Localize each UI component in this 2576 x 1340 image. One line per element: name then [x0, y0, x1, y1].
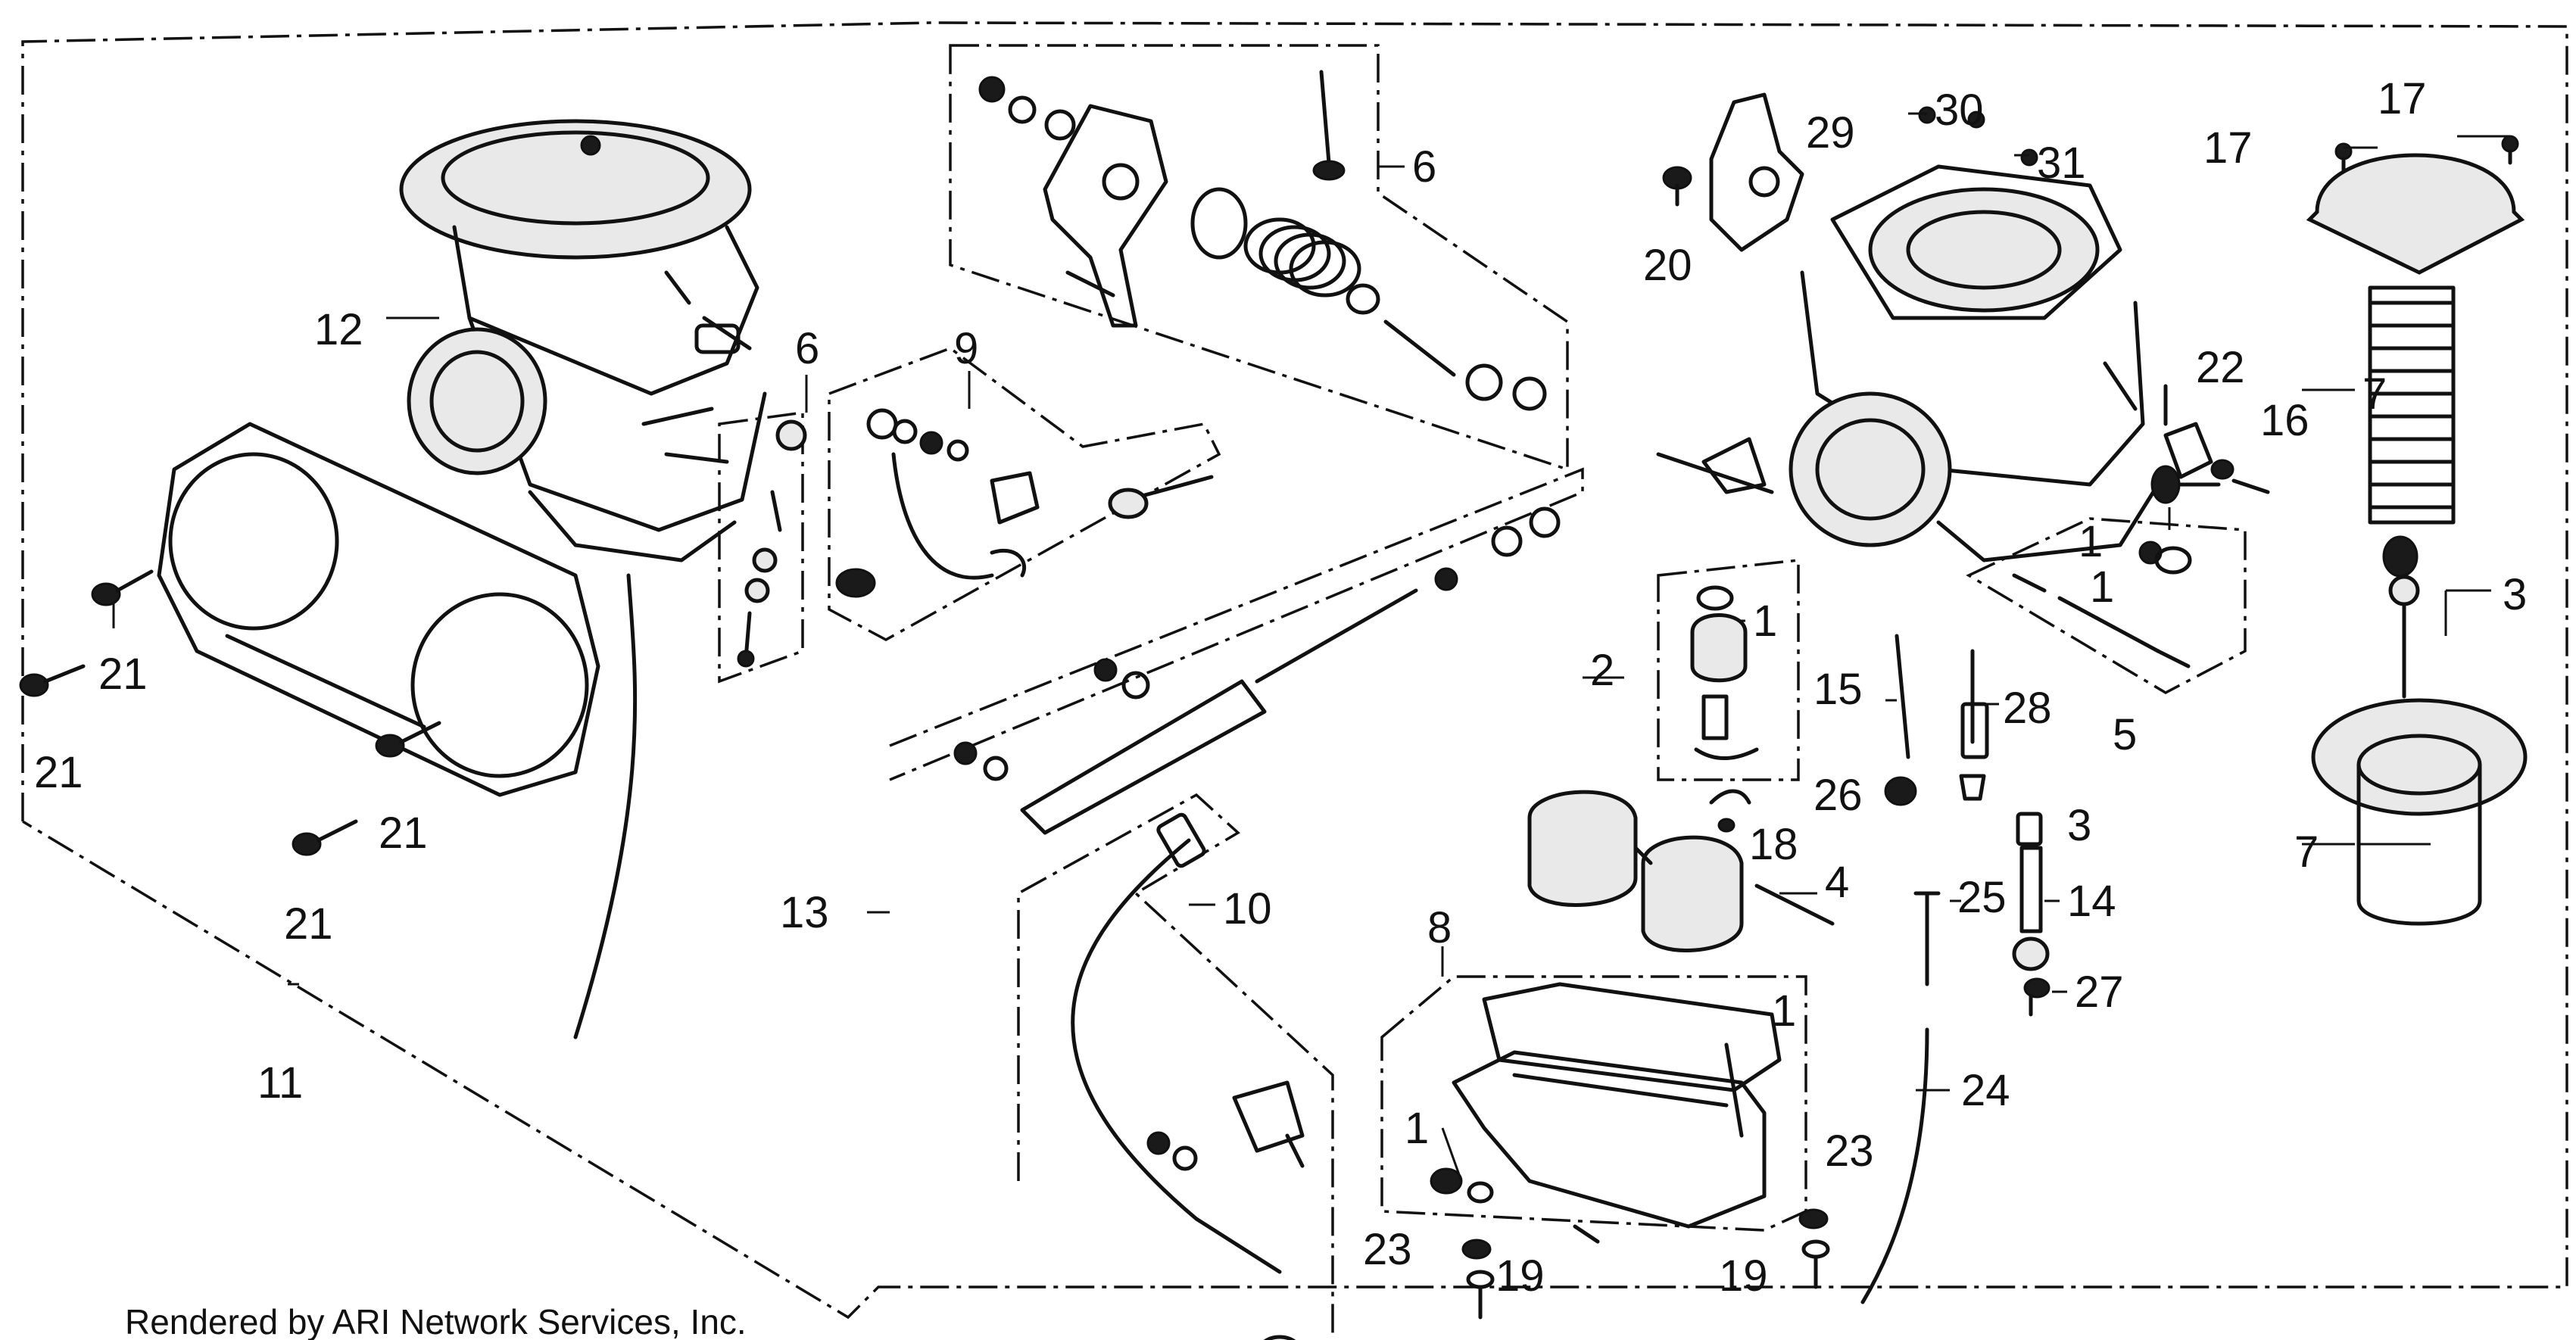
callout-30: 30 [1935, 86, 1984, 135]
callout-12: 12 [314, 305, 363, 354]
credit-text: Rendered by ARI Network Services, Inc. [125, 1302, 747, 1340]
right-carburetor [1656, 164, 2168, 562]
parts-22-16 [2163, 422, 2270, 494]
outline-group-5 [1966, 517, 2247, 695]
callout-9: 9 [954, 324, 978, 373]
jet-needle-3 [2382, 535, 2420, 699]
jet-holder-14 [2012, 812, 2051, 1017]
screw-stack-6-left [737, 419, 807, 668]
throttle-spring-assembly-6 [978, 70, 1547, 411]
throttle-shaft-13 [953, 506, 1561, 835]
callout-22: 22 [2196, 343, 2245, 392]
callout-23-a: 23 [1363, 1225, 1412, 1274]
callout-4: 4 [1825, 858, 1849, 907]
callout-31: 31 [2037, 139, 2086, 188]
pilot-screw-assembly-5 [2012, 465, 2221, 668]
outline-group-10 [1017, 793, 1334, 1340]
callout-19-a: 19 [1495, 1251, 1545, 1301]
callout-labels: 12 6 9 6 13 10 11 21 21 21 21 20 29 30 3… [34, 74, 2527, 1301]
leader-lines [112, 112, 2510, 1182]
float-bowl-8 [1430, 982, 1782, 1244]
callout-21-c: 21 [379, 809, 428, 858]
float-4 [1527, 789, 1835, 952]
spring-7 [2368, 285, 2456, 525]
needle-jet-15-28 [1884, 634, 1989, 806]
callout-5: 5 [2113, 710, 2137, 759]
callout-19-b: 19 [1719, 1251, 1768, 1301]
callout-3-mid: 3 [2067, 801, 2091, 850]
callout-1-e: 1 [1405, 1104, 1429, 1153]
callout-24: 24 [1961, 1066, 2010, 1115]
callout-7-top: 7 [2362, 369, 2387, 419]
choke-cable-10 [1071, 812, 1305, 1340]
callout-2: 2 [1590, 646, 1614, 695]
callout-1-d: 1 [1772, 986, 1796, 1036]
callout-1-a: 1 [2079, 517, 2103, 566]
float-valve-group-2 [1690, 585, 1759, 761]
top-cover-17 [2306, 135, 2525, 275]
outline-main-frame [21, 21, 2568, 1320]
callout-28: 28 [2003, 684, 2052, 733]
outline-group-6-top [949, 44, 1569, 472]
drain-tube-24 [1860, 891, 1941, 1304]
drain-screws-19 [1461, 1208, 1830, 1320]
callout-1-b: 1 [2090, 562, 2114, 612]
group-outlines [21, 21, 2568, 1340]
callout-29: 29 [1806, 108, 1855, 157]
callout-8: 8 [1427, 903, 1452, 952]
link-arm-9 [835, 408, 1214, 598]
callout-14: 14 [2067, 877, 2116, 926]
choke-bracket-29 [1662, 92, 2038, 252]
callout-6-left: 6 [795, 324, 819, 373]
outline-group-2 [1657, 559, 1800, 781]
callout-1-c: 1 [1753, 597, 1777, 646]
screws-21 [19, 569, 441, 856]
throttle-return-spring [1243, 217, 1361, 298]
callout-7-bottom: 7 [2294, 827, 2319, 877]
callout-3-right: 3 [2503, 570, 2527, 619]
left-carburetor [399, 119, 767, 1039]
callout-27: 27 [2075, 968, 2124, 1017]
callout-20: 20 [1643, 241, 1692, 290]
outline-group-13 [889, 467, 1584, 781]
outline-group-6-left [718, 410, 804, 684]
callout-25: 25 [1957, 873, 2007, 922]
screw-21 [19, 664, 86, 697]
callout-16: 16 [2260, 396, 2309, 445]
screw-21 [375, 721, 441, 758]
diaphragm-piston-7 [2311, 698, 2528, 926]
callout-10: 10 [1223, 884, 1272, 933]
callout-11: 11 [257, 1058, 303, 1108]
screw-21 [292, 819, 358, 856]
screw-21 [91, 569, 154, 606]
callout-26: 26 [1813, 771, 1863, 820]
intake-gasket-plate [157, 422, 600, 797]
callout-21-d: 21 [284, 899, 333, 949]
callout-15: 15 [1813, 665, 1863, 714]
callout-21-a: 21 [98, 650, 148, 699]
callout-17-a: 17 [2203, 123, 2253, 173]
callout-13: 13 [780, 888, 829, 937]
callout-21-b: 21 [34, 748, 83, 797]
callout-17-b: 17 [2378, 74, 2427, 123]
outline-group-9 [828, 347, 1221, 641]
callout-18: 18 [1749, 820, 1798, 869]
callout-23-b: 23 [1825, 1127, 1874, 1176]
callout-6-top: 6 [1412, 142, 1436, 192]
